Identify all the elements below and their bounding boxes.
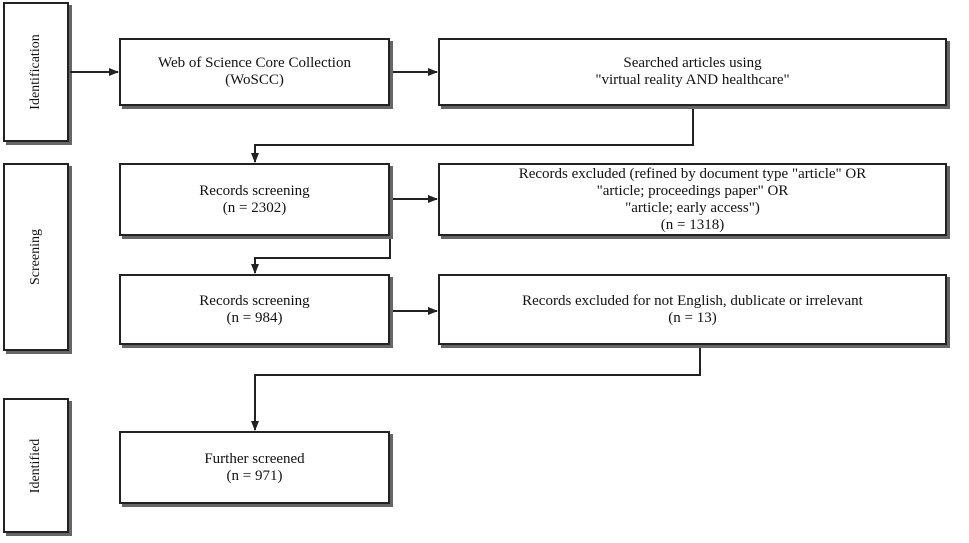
box-woscc: Web of Science Core Collection (WoSCC)	[119, 38, 390, 106]
box-records-excluded-2: Records excluded for not English, dublic…	[438, 274, 947, 345]
arrow-searched-to-screening1	[251, 106, 694, 163]
box-searched-articles: Searched articles using "virtual reality…	[438, 38, 947, 106]
stage-identification: Identification	[3, 2, 69, 142]
stage-screening: Screening	[3, 163, 69, 351]
box-records-screening-2: Records screening (n = 984)	[119, 274, 390, 345]
arrow-excluded2-to-further	[251, 345, 701, 431]
box-records-screening-1: Records screening (n = 2302)	[119, 163, 390, 236]
box-records-excluded-1: Records excluded (refined by document ty…	[438, 163, 947, 236]
arrow-screening1-to-screening2	[251, 236, 391, 274]
stage-identified: Identified	[3, 398, 69, 533]
box-further-screened: Further screened (n = 971)	[119, 431, 390, 504]
